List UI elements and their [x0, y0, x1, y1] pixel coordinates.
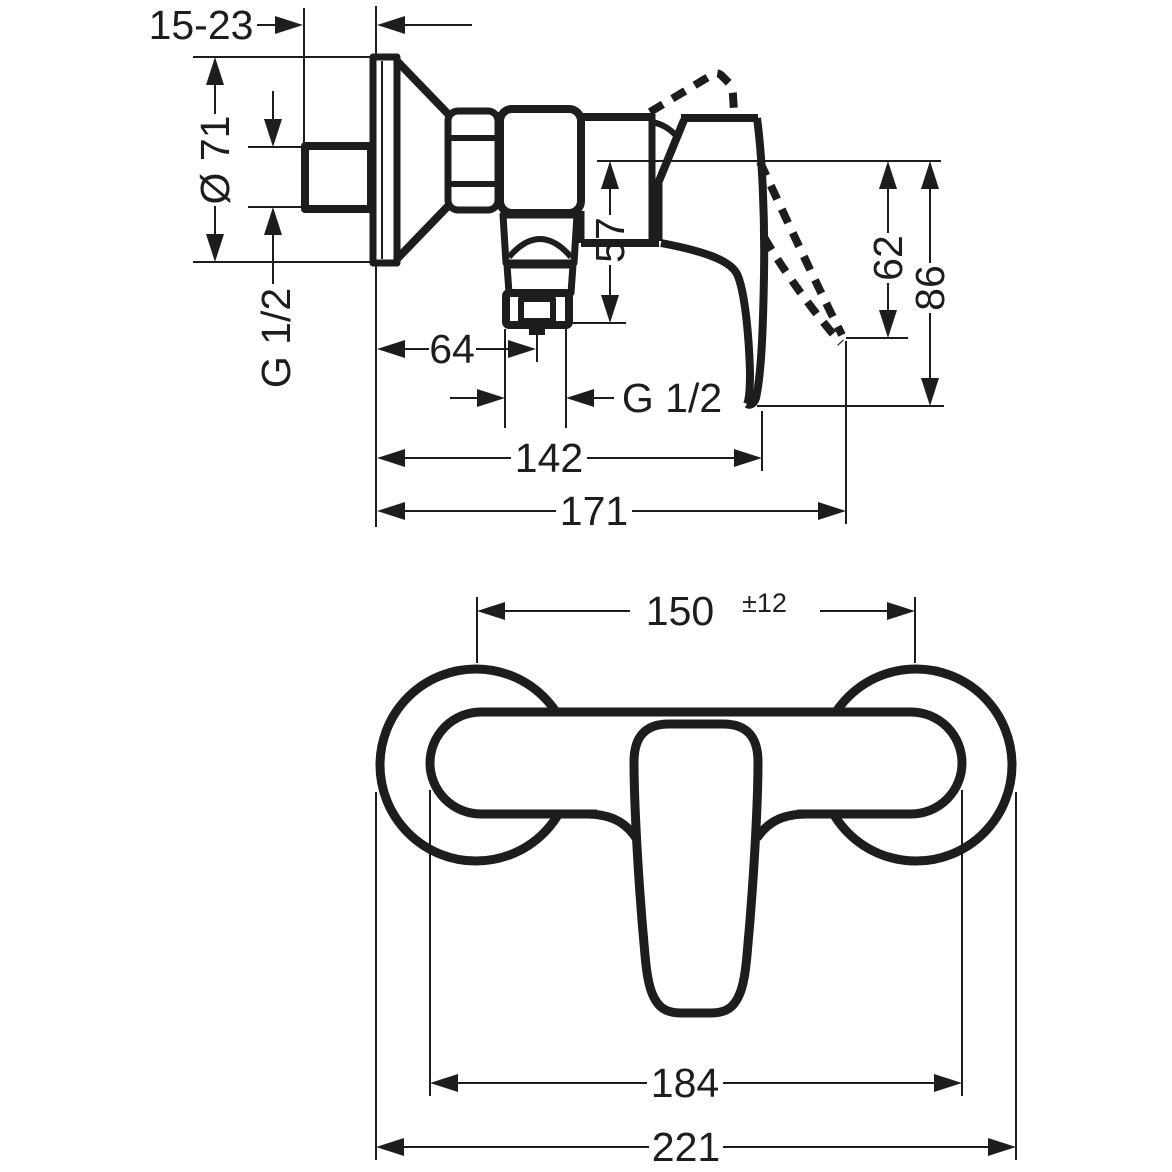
dim-label-total-depth: 171: [560, 488, 628, 534]
arrowhead: [377, 449, 405, 467]
dim-label-handle-open-drop: 62: [865, 235, 911, 281]
handle-open-lever-inner: [760, 235, 844, 346]
union-nut: [444, 107, 502, 214]
dim-label-inlet-thread: G 1/2: [253, 288, 299, 388]
arrowhead: [508, 340, 536, 358]
arrowhead: [818, 502, 846, 520]
valve-body: [496, 105, 585, 217]
dim-label-connection-tolerance: ±12: [742, 588, 787, 618]
dim-depth-to-handle: 142: [377, 411, 763, 481]
outlet-nub: [529, 324, 545, 335]
arrowhead: [477, 389, 505, 407]
dim-label-body-height: 57: [587, 217, 633, 263]
dim-total-depth: 171: [377, 341, 847, 534]
arrowhead: [734, 449, 762, 467]
arrowhead: [377, 340, 405, 358]
arrowhead: [887, 602, 915, 620]
dim-body-width: 184: [429, 790, 963, 1106]
side-view: 15-23 Ø 71 G 1/2: [149, 2, 953, 534]
dim-label-connection-distance: 150: [646, 588, 714, 634]
escutcheon-plate: [369, 53, 401, 267]
dim-label-escutcheon-diameter: Ø 71: [192, 116, 238, 205]
arrowhead: [879, 310, 897, 338]
arrowhead: [377, 16, 405, 34]
pipe-stub: [301, 142, 375, 213]
arrowhead: [377, 502, 405, 520]
arrowhead: [264, 207, 282, 235]
dim-outlet-thread: G 1/2: [450, 329, 722, 428]
dim-label-handle-closed-drop: 86: [907, 265, 953, 311]
dim-body-height: 57: [568, 161, 633, 324]
dim-outlet-offset: 64: [377, 326, 538, 372]
arrowhead: [264, 119, 282, 147]
arrowhead: [921, 161, 939, 189]
arrowhead: [566, 389, 594, 407]
dim-escutcheon-diameter: Ø 71: [192, 56, 372, 263]
front-view: 150 ±12 184 221: [375, 588, 1017, 1170]
escutcheon-cone-top: [393, 57, 454, 120]
handle-neck-fillet-left: [584, 809, 640, 841]
dim-connection-distance: 150 ±12: [476, 588, 916, 663]
dim-label-wall-depth: 15-23: [149, 2, 254, 48]
arrowhead: [601, 295, 619, 323]
handle-slant-edge: [655, 118, 688, 183]
side-product-outline: [301, 6, 941, 527]
arrowhead: [206, 57, 224, 85]
dim-total-width: 221: [375, 792, 1017, 1170]
dim-inlet-thread: G 1/2: [248, 91, 302, 388]
arrowhead: [879, 161, 897, 189]
handle-pivot-arc: [651, 119, 682, 141]
handle-open-position: [647, 69, 846, 346]
body-dome-arc: [506, 236, 574, 260]
arrowhead: [376, 1138, 404, 1156]
outlet-insert: [518, 296, 556, 324]
front-product-outline: [375, 664, 1017, 1018]
dim-label-outlet-thread: G 1/2: [622, 375, 722, 421]
dim-handle-open-drop: 62: [846, 161, 911, 339]
front-handle: [629, 719, 763, 1018]
handle-open-top: [647, 69, 738, 116]
dim-label-body-width: 184: [651, 1060, 719, 1106]
arrowhead: [601, 161, 619, 189]
dim-label-total-width: 221: [652, 1124, 720, 1170]
arrowhead: [934, 1074, 962, 1092]
arrowhead: [921, 378, 939, 406]
body-lower-band: [503, 261, 577, 297]
arrowhead: [477, 602, 505, 620]
dim-label-outlet-offset: 64: [429, 326, 475, 372]
arrowhead: [430, 1074, 458, 1092]
lever-left-edge: [660, 239, 754, 406]
escutcheon-cone-bottom: [393, 200, 454, 263]
arrowhead: [275, 16, 303, 34]
arrowhead: [988, 1138, 1016, 1156]
dim-wall-depth: 15-23: [149, 2, 472, 48]
dim-label-depth-to-handle: 142: [515, 435, 583, 481]
handle-neck-fillet-right: [753, 809, 809, 841]
arrowhead: [206, 234, 224, 262]
dim-handle-closed-drop: 86: [757, 161, 953, 407]
